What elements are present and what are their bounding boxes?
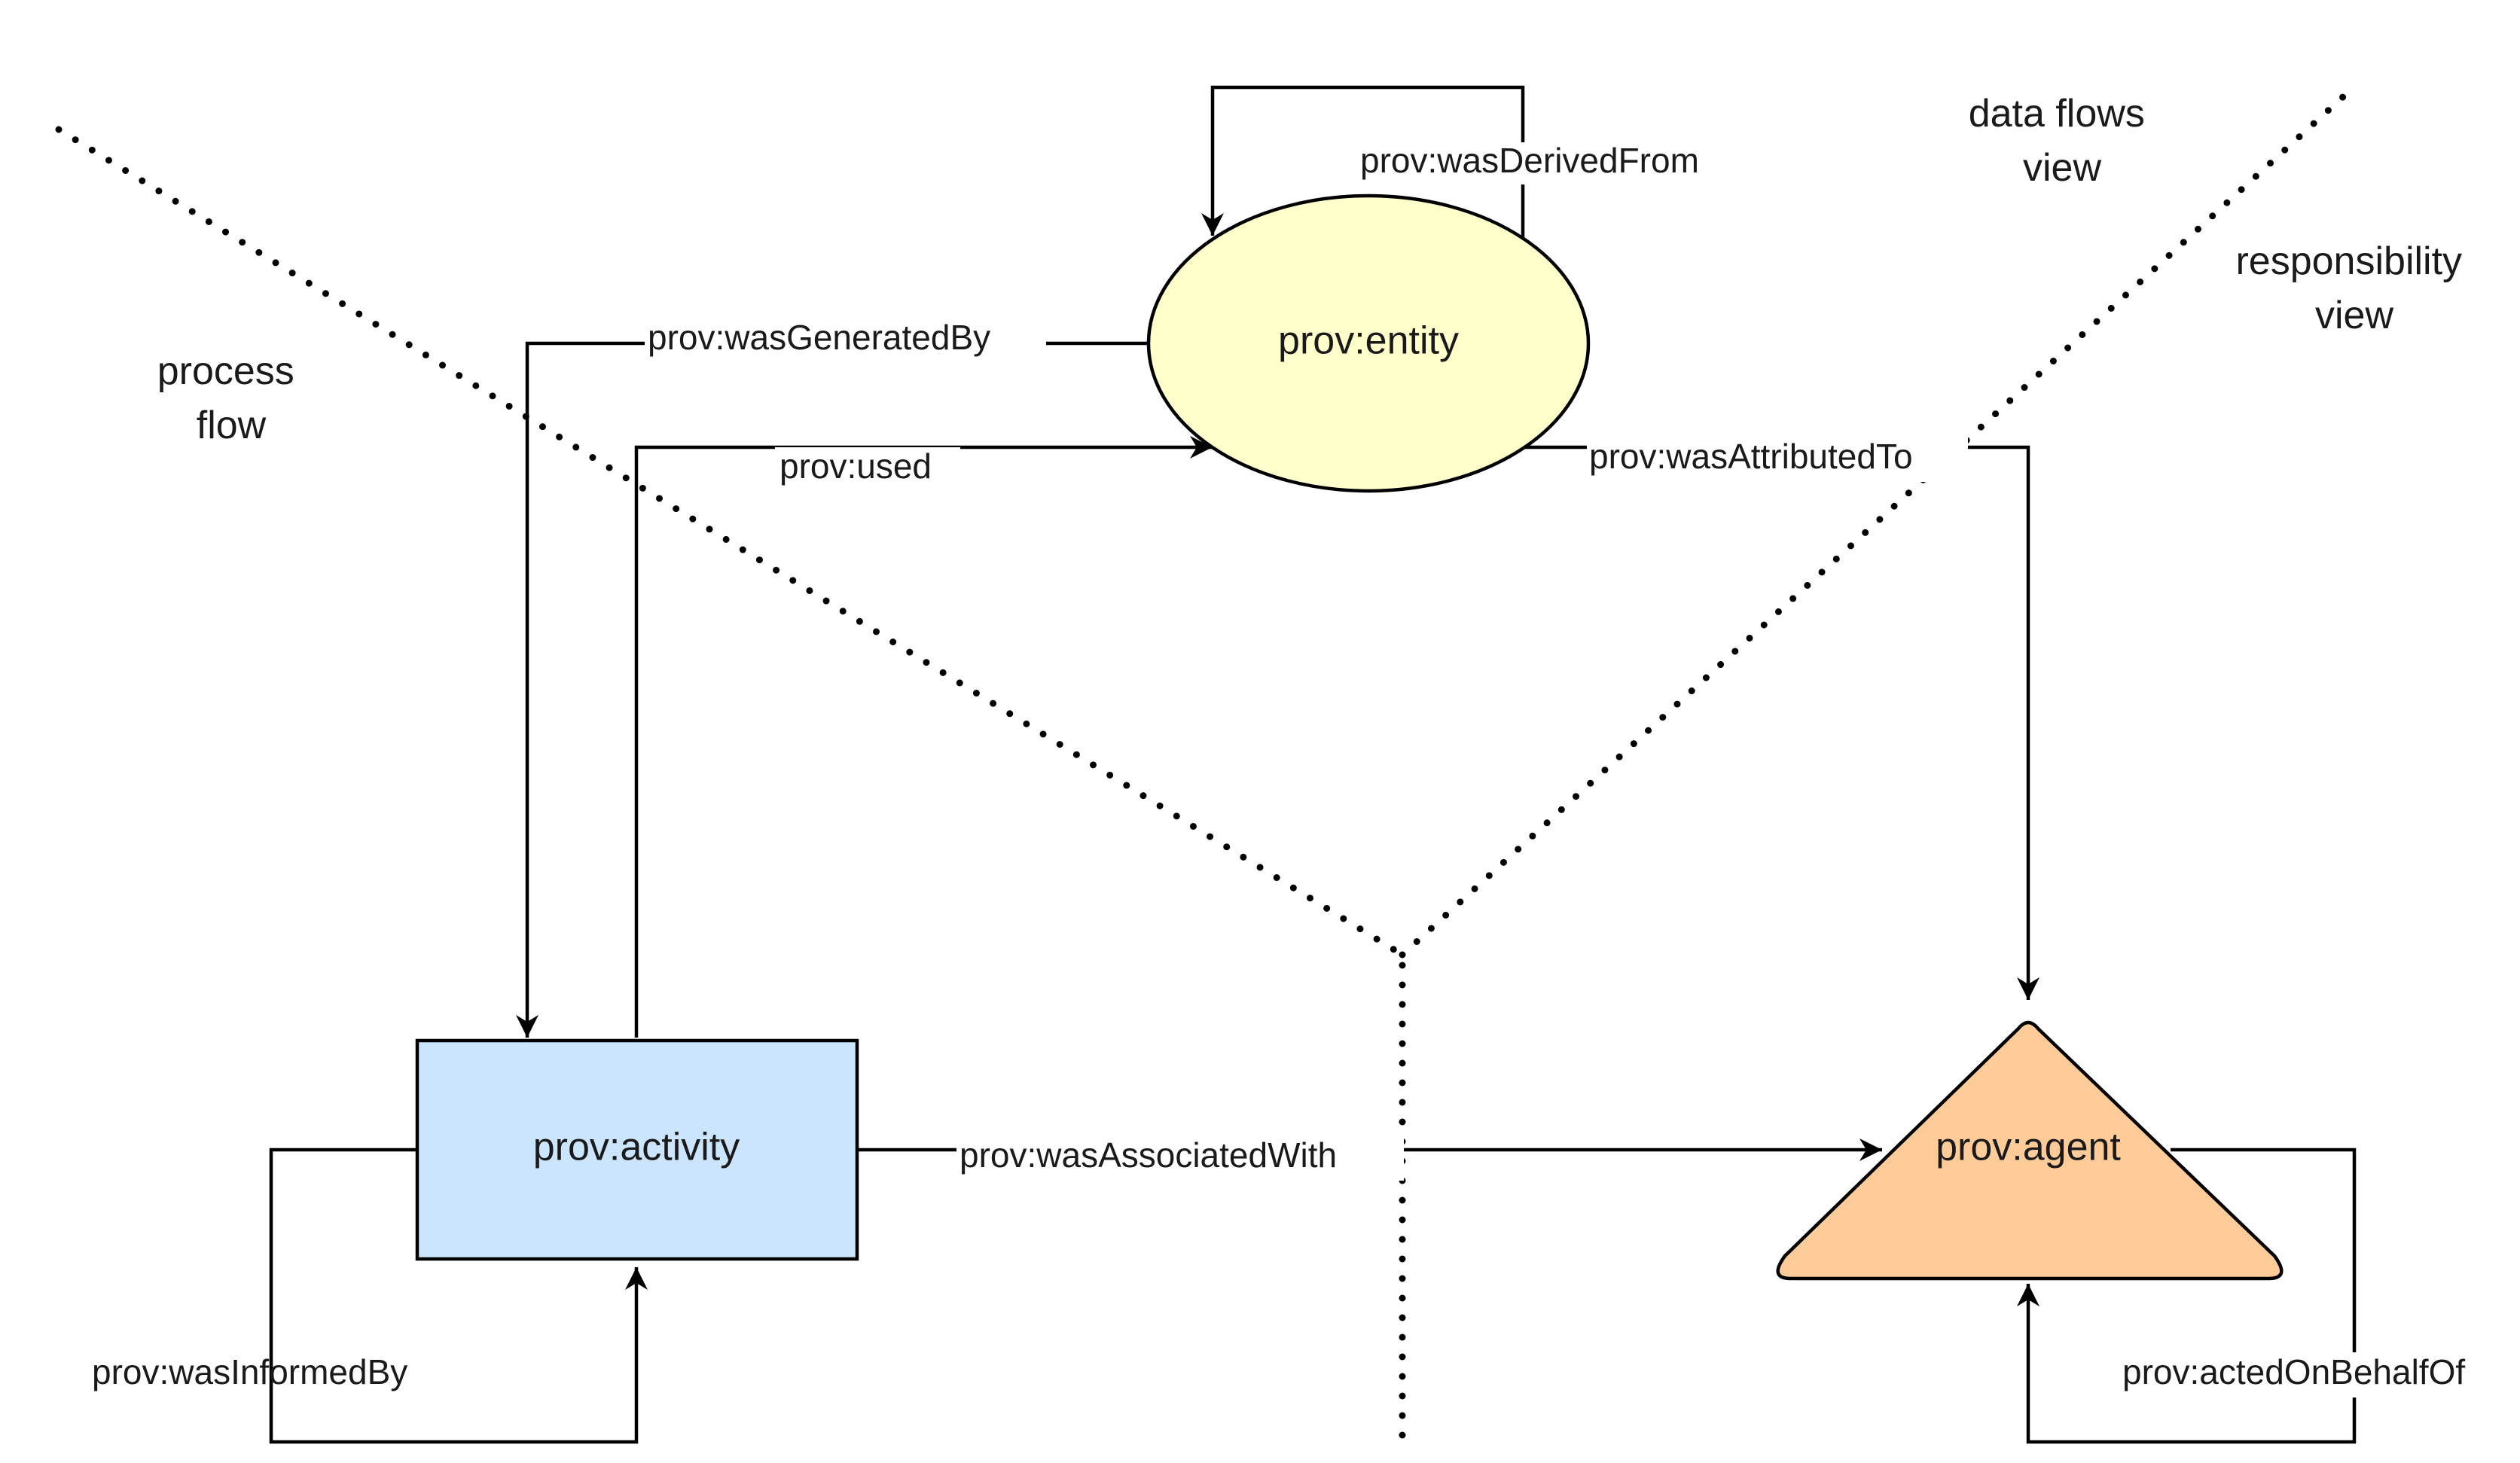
edge-was-attributed-to[interactable] (1523, 445, 2039, 1000)
label-used: prov:used (779, 447, 932, 486)
entity-label: prov:entity (1278, 319, 1459, 363)
view-separator-left (55, 126, 1406, 959)
activity-rect (415, 1038, 859, 1261)
view-label-responsibility: responsibility view (2235, 239, 2473, 337)
agent-label: prov:agent (1936, 1126, 2121, 1169)
activity-label: prov:activity (533, 1126, 740, 1169)
view-label-process-flow: process flow (157, 349, 306, 447)
label-was-generated-by: prov:wasGeneratedBy (648, 318, 990, 357)
view-label-data-flows: data flows view (1969, 92, 2156, 190)
label-was-derived-from: prov:wasDerivedFrom (1360, 141, 1699, 180)
edge-was-informed-by[interactable] (269, 1148, 648, 1444)
edge-acted-on-behalf-of[interactable] (2017, 1148, 2357, 1444)
label-was-attributed-to: prov:wasAttributedTo (1589, 437, 1913, 476)
edge-used[interactable] (634, 436, 1213, 1038)
label-acted-on-behalf-of: prov:actedOnBehalfOf (2122, 1352, 2465, 1391)
activity-node[interactable]: prov:activity (415, 1038, 859, 1261)
label-was-informed-by: prov:wasInformedBy (92, 1352, 407, 1391)
agent-triangle (1776, 1020, 2284, 1281)
entity-node[interactable]: prov:entity (1146, 194, 1591, 493)
agent-node[interactable]: prov:agent (1776, 1020, 2284, 1281)
view-separator-right (1399, 83, 2358, 959)
entity-ellipse (1146, 194, 1591, 493)
label-was-associated-with: prov:wasAssociatedWith (959, 1135, 1337, 1175)
